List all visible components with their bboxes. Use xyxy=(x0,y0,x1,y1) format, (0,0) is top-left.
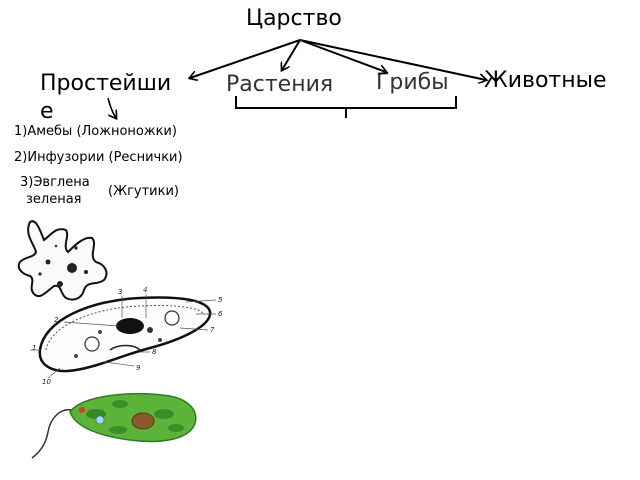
paramecium-label-3: 3 xyxy=(118,288,122,296)
amoeba-nucleus xyxy=(67,263,77,273)
euglena-eyespot xyxy=(79,407,85,413)
paramecium-macronucleus xyxy=(116,318,144,334)
paramecium-label-6: 6 xyxy=(218,310,223,318)
kingdom-plants-label: Растения xyxy=(226,72,334,97)
arrow-to-plants xyxy=(282,39,301,70)
kingdom-protists-label: Простейшие xyxy=(40,71,172,124)
euglena-illustration xyxy=(31,392,197,459)
protist-item-amoeba: 1)Амебы (Ложноножки) xyxy=(14,124,177,139)
arrow-to-protists xyxy=(190,39,301,78)
diagram-title: Царство xyxy=(246,6,342,31)
arrow-to-animals xyxy=(299,39,486,80)
kingdom-arrows xyxy=(190,39,486,80)
protists-down-arrow xyxy=(107,97,116,118)
protist-item-ciliates: 2)Инфузории (Реснички) xyxy=(14,150,183,165)
paramecium-label-8: 8 xyxy=(152,348,157,356)
amoeba-illustration xyxy=(17,220,108,301)
paramecium-label-10: 10 xyxy=(42,378,51,386)
paramecium-label-5: 5 xyxy=(218,296,223,304)
paramecium-label-1: 1 xyxy=(32,344,36,352)
protist-item-euglena-line2: зеленая xyxy=(26,192,82,207)
paramecium-label-9: 9 xyxy=(136,364,141,372)
paramecium-label-7: 7 xyxy=(210,326,215,334)
kingdom-animals-label: Животные xyxy=(484,68,607,93)
protist-item-euglena-line1: 3)Эвглена xyxy=(20,175,90,190)
paramecium-label-4: 4 xyxy=(143,286,147,294)
euglena-flagellum xyxy=(31,409,79,459)
paramecium-illustration: 3 4 2 5 6 7 8 1 9 10 xyxy=(30,286,223,386)
paramecium-label-2: 2 xyxy=(54,316,59,324)
protist-item-euglena-note: (Жгутики) xyxy=(108,184,179,199)
arrow-to-fungi xyxy=(299,39,386,72)
plants-fungi-bracket xyxy=(235,96,457,118)
euglena-nucleus xyxy=(131,412,155,430)
